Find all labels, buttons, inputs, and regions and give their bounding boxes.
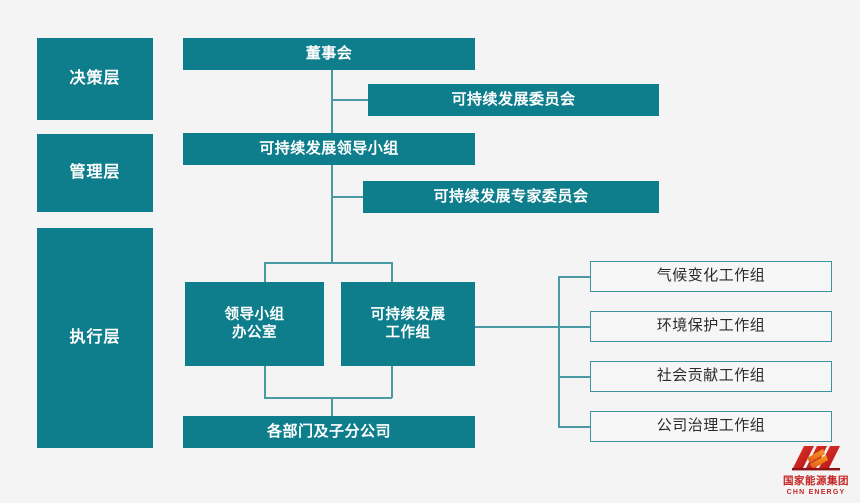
- connector-working-group-trunk: [558, 277, 560, 427]
- connector-sd-working-group-down: [391, 366, 393, 398]
- node-sd-committee-label: 可持续发展委员会: [451, 90, 576, 108]
- node-leading-group-office[interactable]: 领导小组 办公室: [185, 282, 324, 366]
- working-group-corporate-governance-label: 公司治理工作组: [656, 417, 766, 435]
- node-board[interactable]: 董事会: [183, 38, 475, 70]
- layer-label-decision: 决策层: [37, 38, 153, 120]
- connector-board-to-sd-committee: [331, 99, 369, 101]
- connector-working-group-bus: [475, 326, 559, 328]
- logo-name-en: CHN ENERGY: [786, 489, 846, 496]
- node-departments-label: 各部门及子分公司: [266, 422, 391, 440]
- logo-name-cn: 国家能源集团: [783, 475, 849, 487]
- connector-board-to-leading-group: [331, 70, 333, 134]
- connector-to-leading-group-office: [264, 262, 266, 282]
- connector-bus-to-environment: [558, 326, 591, 328]
- working-group-corporate-governance[interactable]: 公司治理工作组: [590, 411, 832, 442]
- connector-bus-to-social-contribution: [558, 376, 591, 378]
- layer-label-decision-text: 决策层: [69, 70, 121, 87]
- connector-execution-split-bar: [264, 262, 392, 264]
- layer-label-management-text: 管理层: [69, 164, 121, 181]
- connector-leading-group-office-down: [264, 366, 266, 398]
- node-sd-working-group-line2: 工作组: [385, 325, 431, 341]
- layer-label-execution-text: 执行层: [69, 329, 121, 346]
- connector-leading-group-trunk: [331, 164, 333, 263]
- node-sd-working-group[interactable]: 可持续发展 工作组: [341, 282, 475, 366]
- node-sd-leading-group-label: 可持续发展领导小组: [259, 139, 399, 157]
- node-sd-committee[interactable]: 可持续发展委员会: [368, 84, 659, 116]
- node-sd-expert-committee[interactable]: 可持续发展专家委员会: [363, 181, 659, 213]
- connector-execution-merge-bar: [264, 397, 392, 399]
- connector-bus-to-corporate-governance: [558, 426, 591, 428]
- layer-label-execution: 执行层: [37, 228, 153, 448]
- working-group-social-contribution[interactable]: 社会贡献工作组: [590, 361, 832, 392]
- node-leading-group-office-line1: 领导小组: [224, 306, 285, 323]
- node-sd-expert-committee-label: 可持续发展专家委员会: [433, 187, 589, 205]
- node-departments[interactable]: 各部门及子分公司: [183, 416, 475, 448]
- working-group-environment-label: 环境保护工作组: [656, 317, 766, 335]
- chn-energy-logo: 国家能源集团 CHN ENERGY: [776, 444, 856, 498]
- node-leading-group-office-line2: 办公室: [232, 325, 277, 341]
- node-sd-working-group-line1: 可持续发展: [370, 306, 446, 323]
- working-group-climate-change[interactable]: 气候变化工作组: [590, 261, 832, 292]
- working-group-climate-change-label: 气候变化工作组: [656, 267, 766, 285]
- connector-to-sd-working-group: [391, 262, 393, 282]
- connector-to-departments: [331, 397, 333, 417]
- connector-leading-group-to-expert-committee: [331, 196, 364, 198]
- node-board-label: 董事会: [305, 44, 353, 62]
- working-group-environment[interactable]: 环境保护工作组: [590, 311, 832, 342]
- chn-energy-logo-icon: [792, 446, 840, 471]
- node-sd-leading-group[interactable]: 可持续发展领导小组: [183, 133, 475, 165]
- layer-label-management: 管理层: [37, 134, 153, 212]
- connector-bus-to-climate-change: [558, 276, 591, 278]
- working-group-social-contribution-label: 社会贡献工作组: [656, 367, 766, 385]
